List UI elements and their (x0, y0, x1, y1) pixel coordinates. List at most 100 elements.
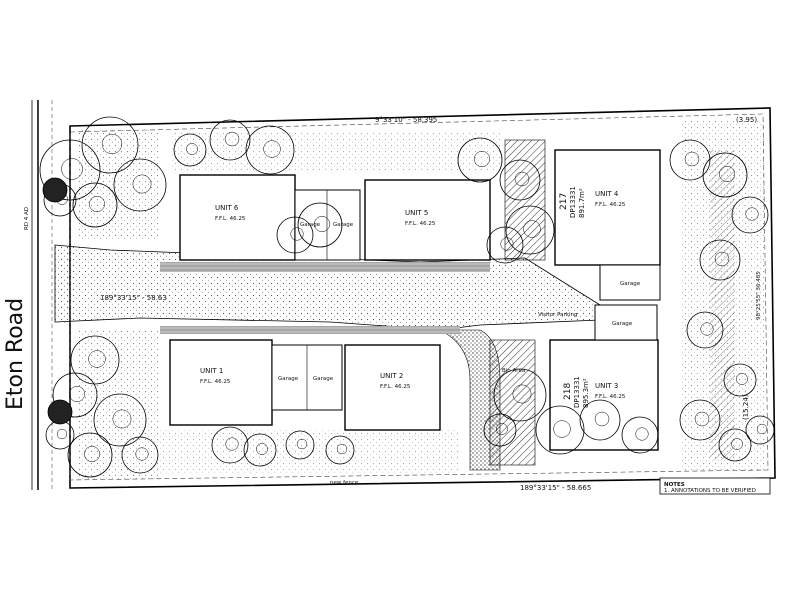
tree-canopy (457, 137, 503, 183)
unit-6-garage-label-b: Garage (333, 222, 354, 228)
tree-canopy (621, 416, 659, 454)
tree-canopy (325, 435, 355, 465)
tree-trunk-mark (336, 443, 348, 455)
unit-5-label: UNIT 5 (405, 209, 428, 217)
unit-4-ffl: F.F.L. 46.25 (595, 202, 626, 208)
notes-box: NOTES 1. ANNOTATIONS TO BE VERIFIED (659, 477, 771, 495)
unit-1-ffl: F.F.L. 46.25 (200, 379, 231, 385)
tree-canopy (679, 399, 721, 441)
road-name-wrap: Eton Road (3, 298, 28, 410)
lot-218-number: 218 (563, 383, 573, 400)
site-boundary (69, 107, 776, 489)
tree-trunk-mark (719, 166, 735, 182)
unit-6-garage: Garage Garage (294, 189, 361, 261)
tree-trunk-mark (756, 423, 768, 435)
tree-canopy (731, 196, 769, 234)
tree-trunk-mark (512, 384, 532, 404)
tree-trunk-mark (694, 411, 710, 427)
tree-canopy (285, 430, 315, 460)
tree-trunk-mark (89, 196, 105, 212)
unit-2-ffl: F.F.L. 46.25 (380, 384, 411, 390)
tree-trunk-mark (684, 151, 700, 167)
tree-canopy (52, 372, 98, 418)
lot-217-dp: DP13331 (569, 186, 577, 218)
unit-5-ffl: F.F.L. 46.25 (405, 221, 436, 227)
tree-trunk-mark (290, 227, 304, 241)
tree-canopy (211, 426, 249, 464)
tree-trunk-mark (594, 411, 610, 427)
tree-canopy (276, 216, 314, 254)
tree-canopy (579, 399, 621, 441)
bin-area-label: Bin Area (502, 368, 525, 374)
left-road-dimension-wrap: RD 4 AD (24, 207, 30, 230)
tree-trunk-mark (61, 158, 83, 180)
lot-217-label: 217 DP13331 891.7m² (559, 186, 586, 218)
tree-trunk-mark (84, 446, 100, 462)
tree-trunk-mark (745, 207, 759, 221)
unit-3-garage: Garage (594, 304, 658, 341)
tree-trunk-mark (731, 438, 743, 450)
unit-2-garage-label: Garage (313, 376, 334, 382)
visitor-parking-label: Visitor Parking (538, 312, 578, 318)
tree-canopy (93, 393, 147, 447)
lot-217-area: 891.7m² (578, 188, 586, 218)
tree-trunk-mark (553, 420, 571, 438)
unit-1-2-garages: Garage Garage (271, 344, 343, 411)
unit-4-building: UNIT 4 F.F.L. 46.25 (554, 149, 661, 266)
shrub (47, 399, 73, 425)
tree-canopy (113, 158, 167, 212)
tree-trunk-mark (500, 237, 514, 251)
tree-canopy (702, 152, 748, 198)
tree-trunk-mark (496, 423, 508, 435)
tree-trunk-mark (135, 447, 149, 461)
tree-canopy (72, 182, 118, 228)
tree-canopy (686, 311, 724, 349)
top-boundary-dimension: 9°33'10" - 58.395 (375, 116, 437, 124)
right-top-dimension: (3.95) (736, 116, 757, 124)
right-mid-dimension: (15.24) (742, 394, 750, 420)
tree-canopy (173, 133, 207, 167)
unit-5-building: UNIT 5 F.F.L. 46.25 (364, 179, 491, 261)
notes-title: NOTES (664, 482, 685, 488)
bottom-boundary-dimension: 189°33'15" - 58.665 (520, 484, 591, 492)
new-fence-label: new fence (330, 480, 359, 486)
unit-4-label: UNIT 4 (595, 190, 619, 198)
lot-218-area: 895.3m² (582, 378, 590, 408)
tree-trunk-mark (56, 428, 68, 440)
tree-canopy (67, 432, 113, 478)
tree-canopy (245, 125, 295, 175)
tree-canopy (505, 205, 555, 255)
unit-3-garage-label: Garage (612, 321, 633, 327)
tree-trunk-mark (101, 133, 123, 155)
unit-6-ffl: F.F.L. 46.25 (215, 216, 246, 222)
tree-trunk-mark (225, 437, 239, 451)
unit-1-label: UNIT 1 (200, 367, 223, 375)
tree-canopy (699, 239, 741, 281)
tree-trunk-mark (736, 373, 748, 385)
unit-2-label: UNIT 2 (380, 372, 403, 380)
tree-trunk-mark (296, 438, 308, 450)
unit-3-building: UNIT 3 F.F.L. 46.25 (549, 339, 659, 451)
notes-line: 1. ANNOTATIONS TO BE VERIFIED (664, 488, 756, 494)
tree-trunk-mark (69, 386, 85, 402)
tree-canopy (718, 428, 752, 462)
tree-trunk-mark (256, 443, 268, 455)
middle-boundary-dimension: 189°33'15" - 58.63 (100, 294, 167, 302)
unit-6-label: UNIT 6 (215, 204, 239, 212)
tree-trunk-mark (474, 151, 490, 167)
tree-canopy (499, 159, 541, 201)
street-verge (31, 100, 53, 490)
unit-1-garage-label: Garage (278, 376, 299, 382)
tree-canopy (486, 226, 524, 264)
tree-trunk-mark (714, 251, 730, 267)
unit-4-garage-label: Garage (620, 281, 641, 287)
right-mid-dimension-wrap: (15.24) (742, 394, 750, 420)
tree-trunk-mark (88, 350, 106, 368)
tree-canopy (209, 119, 251, 161)
tree-canopy (493, 368, 547, 422)
tree-canopy (297, 202, 343, 248)
tree-trunk-mark (635, 427, 649, 441)
tree-canopy (535, 405, 585, 455)
tree-trunk-mark (700, 322, 714, 336)
